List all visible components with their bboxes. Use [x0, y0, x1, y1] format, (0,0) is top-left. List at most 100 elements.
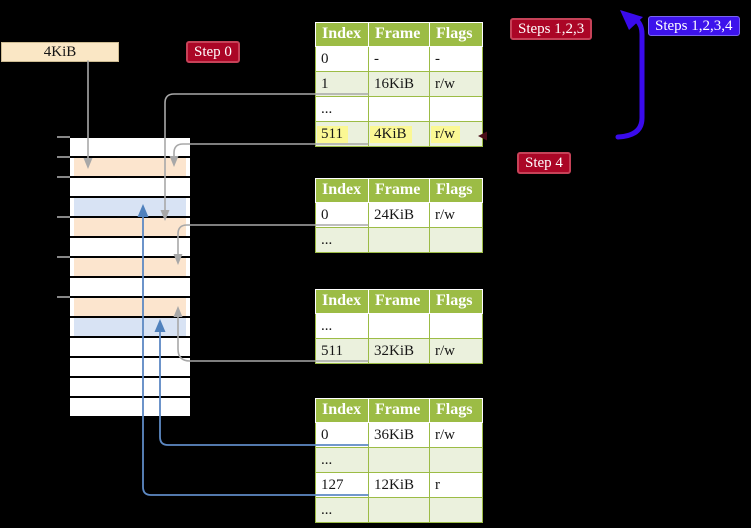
- step0-badge: Step 0: [186, 41, 240, 63]
- cell-frame: 4KiB: [368, 121, 430, 147]
- cell-index: 0: [315, 46, 369, 72]
- cell-flags: [429, 447, 483, 473]
- memory-row: [70, 198, 190, 216]
- cell-frame: [368, 313, 430, 339]
- cell-flags: r/w: [429, 121, 483, 147]
- col-header-index: Index: [315, 289, 369, 314]
- cell-frame: 36KiB: [368, 422, 430, 448]
- col-header-frame: Frame: [368, 398, 430, 423]
- cell-flags: [429, 313, 483, 339]
- cell-frame: -: [368, 46, 430, 72]
- tick-mark: [57, 216, 70, 218]
- tick-mark: [57, 256, 70, 258]
- cell-index: ...: [315, 447, 369, 473]
- cell-flags: r/w: [429, 422, 483, 448]
- recursion-arrowhead: [620, 10, 643, 30]
- cell-frame: 32KiB: [368, 338, 430, 364]
- recursion-arrow: [615, 14, 645, 140]
- cell-flags: -: [429, 46, 483, 72]
- memory-row-fill: [74, 318, 186, 336]
- memory-row: [70, 298, 190, 316]
- memory-row-fill: [74, 198, 186, 216]
- size-label: 4KiB: [1, 42, 119, 62]
- memory-row: [70, 358, 190, 376]
- cell-flags: [429, 227, 483, 253]
- memory-row: [70, 138, 190, 156]
- cell-frame: [368, 96, 430, 122]
- step4-badge: Step 4: [517, 152, 571, 174]
- steps1234-badge: Steps 1,2,3,4: [648, 16, 740, 36]
- memory-row-fill: [74, 158, 186, 176]
- memory-row-fill: [74, 218, 186, 236]
- table-header-row: Index Frame Flags: [315, 289, 483, 314]
- cell-index: ...: [315, 313, 369, 339]
- memory-row: [70, 258, 190, 276]
- cell-index: ...: [315, 227, 369, 253]
- col-header-index: Index: [315, 398, 369, 423]
- page-table-1: Index Frame Flags 0 - - 1 16KiB r/w ... …: [315, 22, 483, 147]
- table-row: ...: [315, 313, 483, 339]
- highlighted-value: r/w: [431, 126, 460, 143]
- cell-frame: 24KiB: [368, 202, 430, 228]
- tick-mark: [57, 136, 70, 138]
- cell-flags: r: [429, 472, 483, 498]
- table-row: ...: [315, 497, 483, 523]
- table-row: 0 36KiB r/w: [315, 422, 483, 448]
- col-header-frame: Frame: [368, 22, 430, 47]
- cell-flags: [429, 96, 483, 122]
- col-header-frame: Frame: [368, 178, 430, 203]
- memory-row: [70, 318, 190, 336]
- memory-row: [70, 178, 190, 196]
- memory-row: [70, 158, 190, 176]
- cell-index: 511: [315, 338, 369, 364]
- table-row: ...: [315, 227, 483, 253]
- table-header-row: Index Frame Flags: [315, 398, 483, 423]
- cell-frame: [368, 227, 430, 253]
- cell-frame: 16KiB: [368, 71, 430, 97]
- col-header-index: Index: [315, 178, 369, 203]
- table-header-row: Index Frame Flags: [315, 178, 483, 203]
- col-header-index: Index: [315, 22, 369, 47]
- tick-mark: [57, 176, 70, 178]
- table-header-row: Index Frame Flags: [315, 22, 483, 47]
- memory-row: [70, 238, 190, 256]
- table-row: 511 32KiB r/w: [315, 338, 483, 364]
- table-row: 127 12KiB r: [315, 472, 483, 498]
- memory-row-fill: [74, 298, 186, 316]
- cell-flags: r/w: [429, 202, 483, 228]
- col-header-flags: Flags: [429, 289, 483, 314]
- table-row: 0 - -: [315, 46, 483, 72]
- memory-row: [70, 398, 190, 416]
- cell-index: ...: [315, 96, 369, 122]
- cell-index: 0: [315, 202, 369, 228]
- table-row-highlighted: 511 4KiB r/w: [315, 121, 483, 147]
- cell-index: 1: [315, 71, 369, 97]
- page-table-2: Index Frame Flags 0 24KiB r/w ...: [315, 178, 483, 253]
- cell-frame: 12KiB: [368, 472, 430, 498]
- cell-index: 127: [315, 472, 369, 498]
- col-header-flags: Flags: [429, 178, 483, 203]
- table-row: ...: [315, 447, 483, 473]
- memory-row: [70, 378, 190, 396]
- table-row: ...: [315, 96, 483, 122]
- cell-flags: r/w: [429, 71, 483, 97]
- tick-mark: [57, 156, 70, 158]
- table-row: 0 24KiB r/w: [315, 202, 483, 228]
- col-header-flags: Flags: [429, 22, 483, 47]
- page-table-4: Index Frame Flags 0 36KiB r/w ... 127 12…: [315, 398, 483, 523]
- highlighted-value: 511: [317, 126, 348, 143]
- col-header-frame: Frame: [368, 289, 430, 314]
- cell-index: 0: [315, 422, 369, 448]
- table-row: 1 16KiB r/w: [315, 71, 483, 97]
- cell-flags: [429, 497, 483, 523]
- cell-index: ...: [315, 497, 369, 523]
- cell-frame: [368, 447, 430, 473]
- memory-row: [70, 218, 190, 236]
- memory-row: [70, 338, 190, 356]
- memory-row-fill: [74, 258, 186, 276]
- tick-mark: [57, 296, 70, 298]
- highlighted-value: 4KiB: [370, 126, 412, 143]
- col-header-flags: Flags: [429, 398, 483, 423]
- cell-frame: [368, 497, 430, 523]
